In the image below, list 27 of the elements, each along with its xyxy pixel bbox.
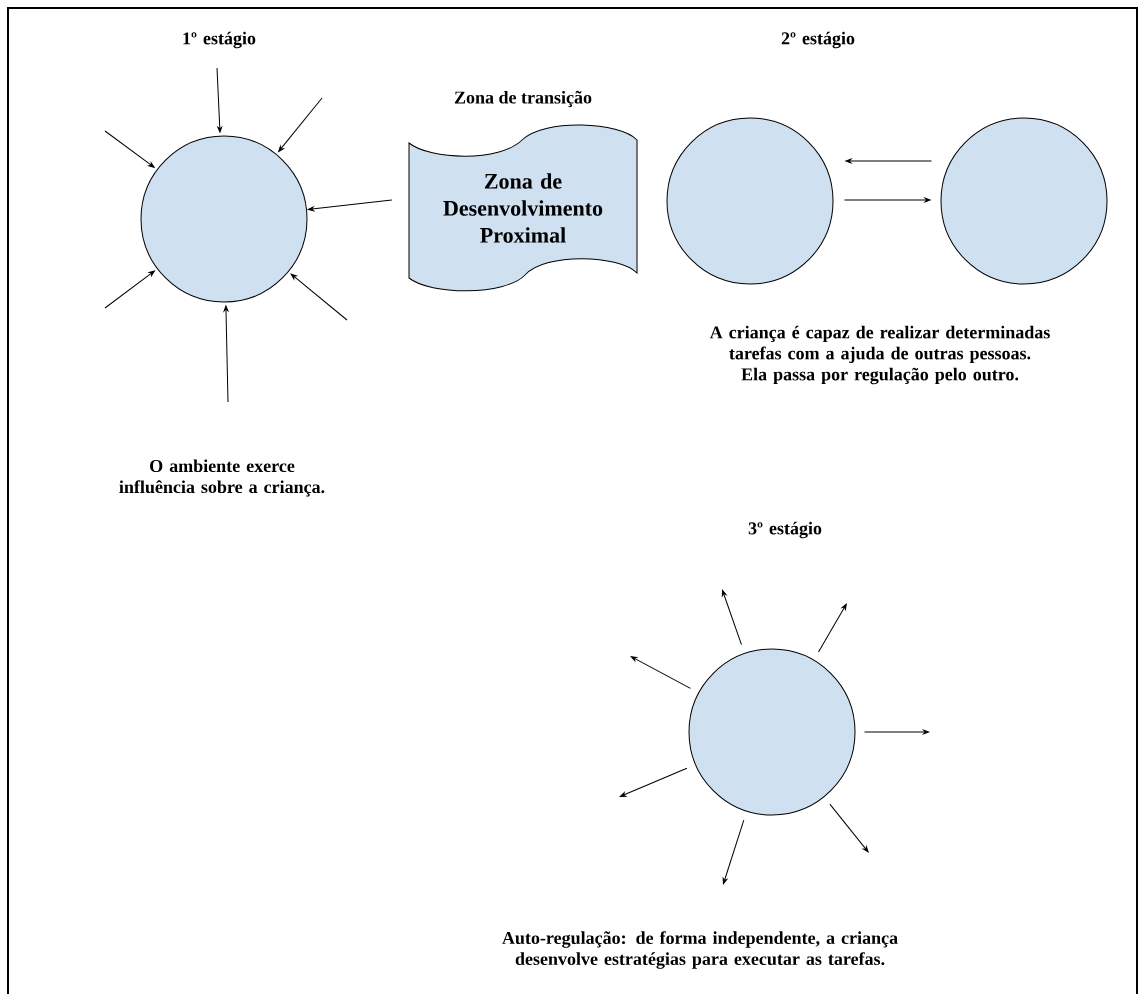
arrow <box>722 819 745 885</box>
arrow <box>844 197 931 203</box>
arrow <box>845 158 932 164</box>
stage-heading: 2º estágio <box>781 31 855 49</box>
circle <box>940 117 1108 285</box>
arrow <box>619 767 688 797</box>
stage-heading: 3º estágio <box>748 521 822 539</box>
circle <box>666 117 834 285</box>
arrow <box>864 729 930 735</box>
arrow <box>307 199 393 212</box>
arrow <box>104 270 155 309</box>
arrow <box>216 67 223 133</box>
caption-text: A criança é capaz de realizar determinadas tarefas com a ajuda de outras pessoas. Ela passa por regulação pelo outro. <box>709 325 1050 385</box>
arrow <box>223 305 229 403</box>
banner-heading: Zona de transição <box>454 90 592 108</box>
circle <box>688 648 856 816</box>
caption-text: O ambiente exerce influência sobre a criança. <box>119 459 325 497</box>
arrow <box>278 97 323 152</box>
circle <box>140 135 308 303</box>
stage-heading: 1º estágio <box>183 31 256 49</box>
arrow <box>721 589 742 646</box>
arrow <box>818 603 847 653</box>
arrow <box>630 656 691 689</box>
arrow <box>290 273 348 321</box>
arrow <box>104 130 155 168</box>
caption-text: Auto-regulação: de forma independente, a criança desenvolve estratégias para executar as tarefas. <box>502 931 898 969</box>
arrow <box>829 803 869 853</box>
